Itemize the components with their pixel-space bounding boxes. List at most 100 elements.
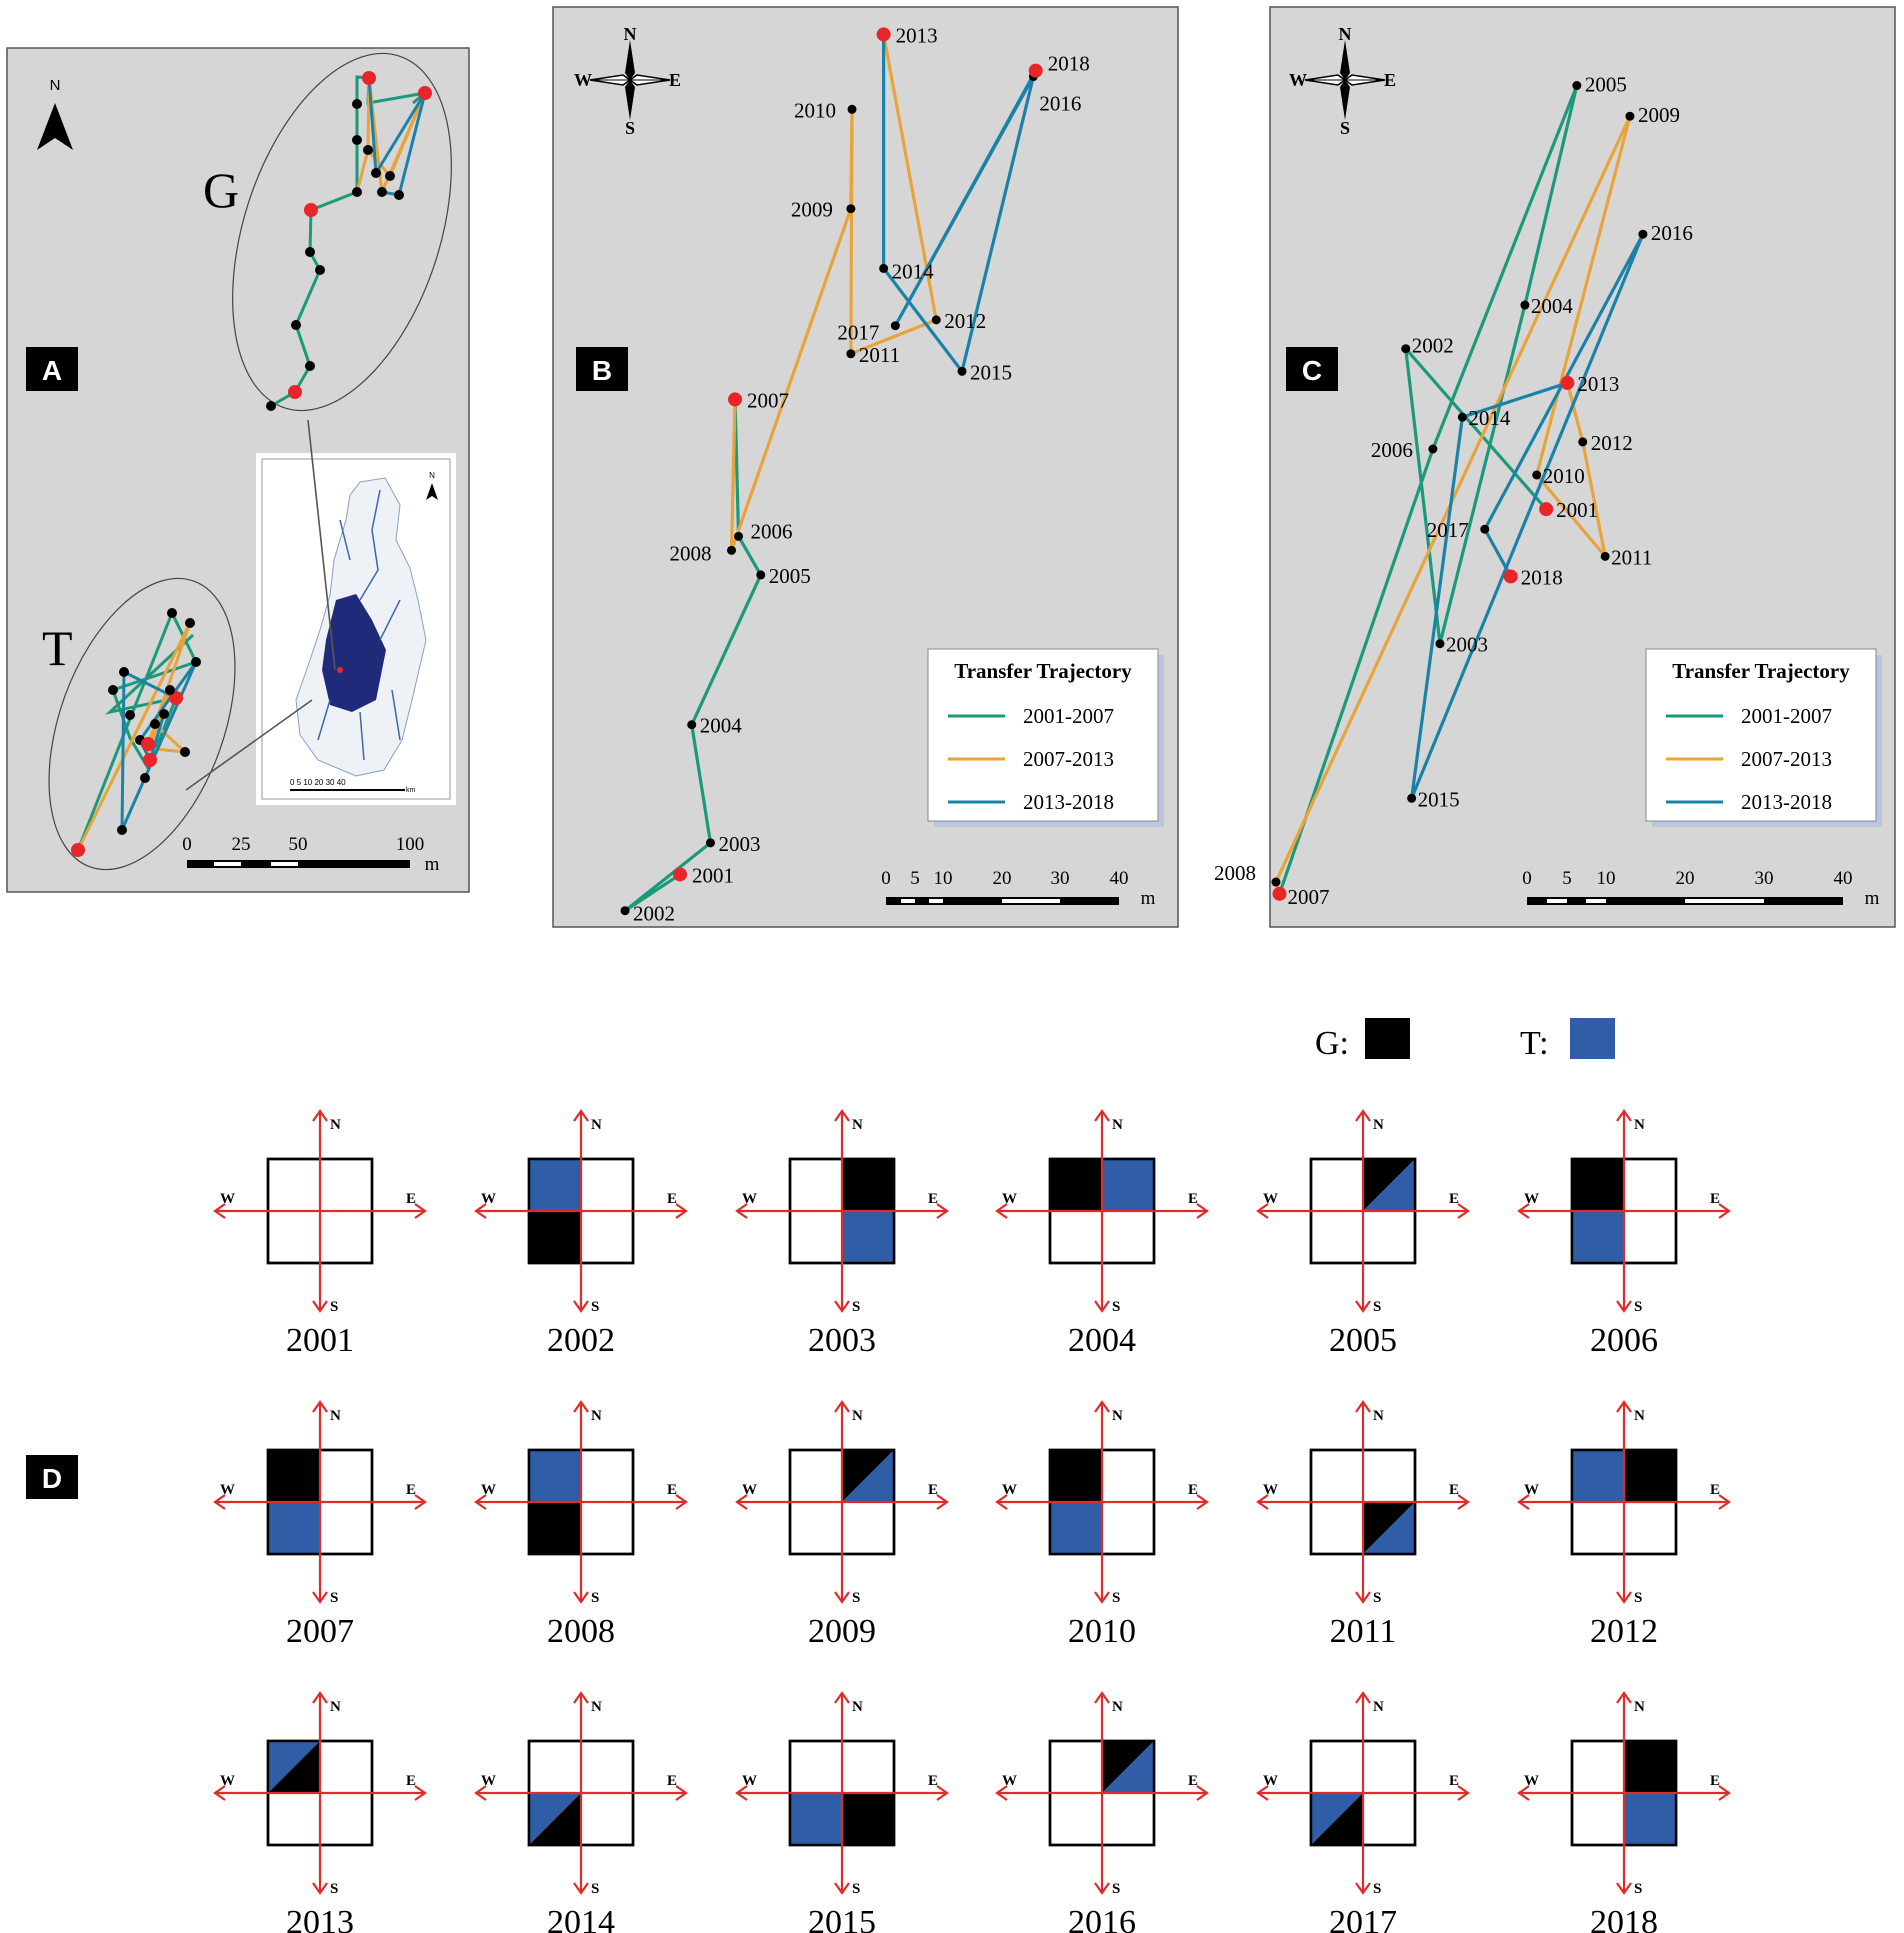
quadrant-SW-G <box>529 1502 581 1554</box>
axis-label-s: S <box>1634 1299 1642 1315</box>
panel-d-label: D <box>42 1463 62 1494</box>
axis-label-s: S <box>330 1299 338 1315</box>
trajectory-label-2002: 2002 <box>633 902 675 926</box>
panel-a-label: A <box>42 355 62 386</box>
trajectory-point-2015 <box>957 366 967 376</box>
axis-label-s: S <box>852 1590 860 1606</box>
trajectory-label-2017: 2017 <box>837 321 879 345</box>
panel-b-label: B <box>592 355 612 386</box>
axis-label-w: W <box>1524 1482 1539 1498</box>
axis-label-w: W <box>1002 1773 1017 1789</box>
c-scale-unit: m <box>1865 888 1880 909</box>
trajectory-label-2006: 2006 <box>1371 438 1413 462</box>
quadrant-NE-G <box>842 1159 894 1211</box>
axis-label-n: N <box>1634 1699 1645 1715</box>
a-scale-tick-50: 50 <box>289 834 308 855</box>
trajectory-point-2005 <box>756 570 766 580</box>
trajectory-label-2002: 2002 <box>1412 334 1454 358</box>
trajectory-label-2009: 2009 <box>1638 103 1680 127</box>
c-scale-tick-0: 0 <box>1522 868 1532 889</box>
trajectory-point-2009 <box>846 204 856 214</box>
inset-scale-unit: km <box>406 787 416 794</box>
a-scale-tick-100: 100 <box>396 834 425 855</box>
axis-label-w: W <box>220 1191 235 1207</box>
b-legend-item-3: 2013-2018 <box>1023 790 1114 814</box>
axis-label-e: E <box>667 1482 677 1498</box>
trajectory-point-2014 <box>879 263 889 273</box>
quadrant-SW-T <box>1572 1211 1624 1263</box>
trajectory-label-2006: 2006 <box>751 519 793 543</box>
quadrant-NW-G <box>1572 1159 1624 1211</box>
c-compass-s: S <box>1340 118 1350 138</box>
trajectory-point-2007 <box>1272 886 1287 901</box>
trajectory-label-2008: 2008 <box>1214 861 1256 885</box>
c-scale-tick-20: 20 <box>1676 868 1695 889</box>
a-scale-tick-0: 0 <box>182 834 192 855</box>
trajectory-point-2017 <box>890 321 900 331</box>
c-legend-item-1: 2001-2007 <box>1741 704 1832 728</box>
b-scale-tick-10: 10 <box>934 868 953 889</box>
leader-line-g <box>307 419 336 671</box>
quadrant-SW-G <box>529 1211 581 1263</box>
trajectory-label-2013: 2013 <box>896 23 938 47</box>
axis-label-w: W <box>1002 1482 1017 1498</box>
b-scale-unit: m <box>1141 888 1156 909</box>
quadrant-NE-T <box>1102 1159 1154 1211</box>
axis-label-s: S <box>1373 1590 1381 1606</box>
trajectory-label-2010: 2010 <box>794 98 836 122</box>
trajectory-label-2011: 2011 <box>1611 545 1652 569</box>
axis-label-e: E <box>406 1773 416 1789</box>
quadrant-SE-T <box>1363 1502 1415 1554</box>
quadrant-NW-G <box>1050 1159 1102 1211</box>
trajectory-point-2012 <box>931 315 941 325</box>
axis-label-s: S <box>1112 1299 1120 1315</box>
axis-label-e: E <box>1449 1773 1459 1789</box>
group-g-ellipse <box>232 52 452 412</box>
year-label-2015: 2015 <box>808 1904 876 1933</box>
trajectory-point-2008 <box>1271 877 1281 887</box>
axis-label-n: N <box>1373 1408 1384 1424</box>
panel-b-scale-bar: 0 5 10 20 30 40 m <box>881 868 1155 909</box>
group-g-points <box>266 71 432 411</box>
axis-label-w: W <box>1524 1773 1539 1789</box>
trajectory-point-2001 <box>1539 502 1554 517</box>
year-label-2012: 2012 <box>1590 1613 1658 1650</box>
c-scale-tick-5: 5 <box>1562 868 1572 889</box>
year-label-2008: 2008 <box>547 1613 615 1650</box>
quadrant-NW-T <box>529 1159 581 1211</box>
year-label-2004: 2004 <box>1068 1322 1136 1359</box>
axis-label-s: S <box>1112 1590 1120 1606</box>
axis-label-w: W <box>742 1773 757 1789</box>
c-scale-tick-30: 30 <box>1755 868 1774 889</box>
inset-map: N 0 5 10 20 30 40 km <box>256 453 456 805</box>
trajectory-label-2013: 2013 <box>1577 372 1619 396</box>
axis-label-n: N <box>852 1408 863 1424</box>
trajectory-label-2011: 2011 <box>859 343 900 367</box>
trajectory-label-2004: 2004 <box>700 714 743 738</box>
axis-label-e: E <box>928 1482 938 1498</box>
axis-label-s: S <box>330 1590 338 1606</box>
trajectory-point-2015 <box>1407 793 1417 803</box>
axis-label-s: S <box>852 1299 860 1315</box>
axis-label-e: E <box>928 1773 938 1789</box>
trajectory-point-2014 <box>1457 412 1467 422</box>
axis-label-e: E <box>406 1191 416 1207</box>
trajectory-label-2008: 2008 <box>670 541 712 565</box>
panel-c-label-box <box>1286 347 1338 391</box>
panel-c-legend: Transfer Trajectory 2001-2007 2007-2013 … <box>1645 648 1882 827</box>
year-label-2005: 2005 <box>1329 1322 1397 1359</box>
quadrant-NW-G <box>268 1450 320 1502</box>
c-compass-w: W <box>1289 70 1307 90</box>
axis-label-e: E <box>1710 1482 1720 1498</box>
axis-label-n: N <box>1634 1408 1645 1424</box>
axis-label-n: N <box>852 1699 863 1715</box>
group-t-label: T <box>42 620 73 676</box>
axis-label-e: E <box>667 1191 677 1207</box>
trajectory-label-2016: 2016 <box>1039 92 1081 116</box>
quadrant-NW-G <box>1050 1450 1102 1502</box>
